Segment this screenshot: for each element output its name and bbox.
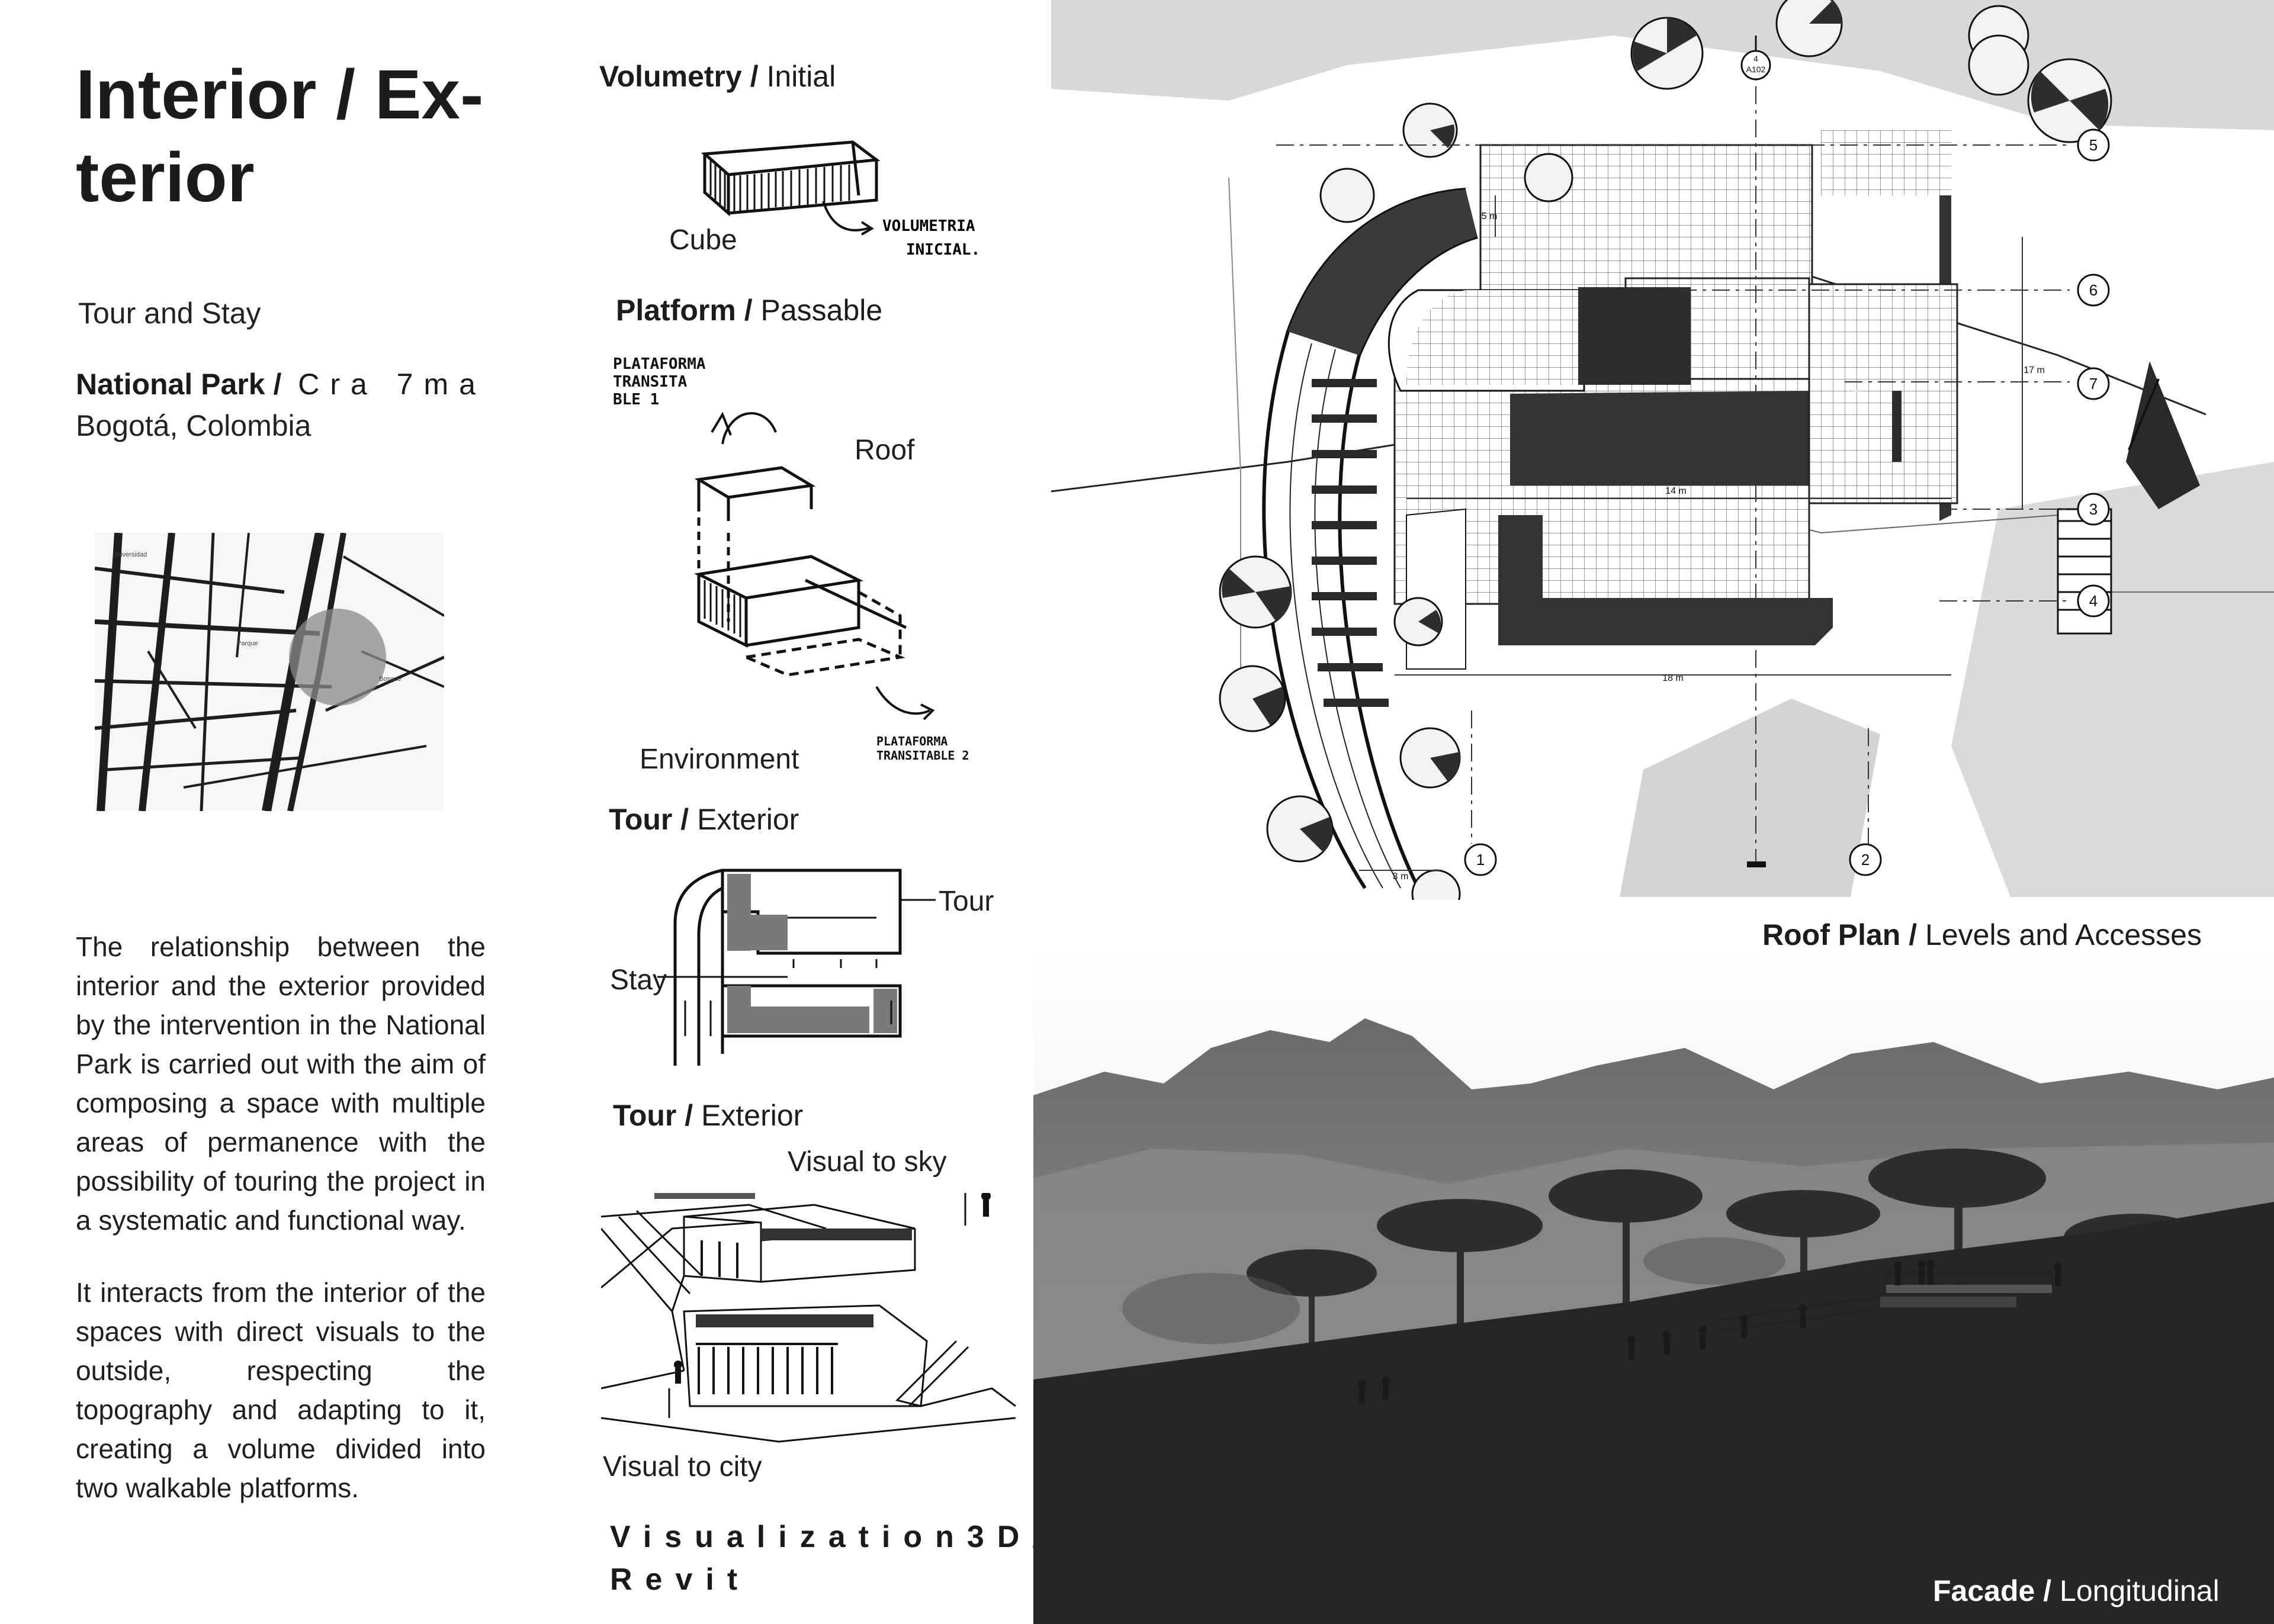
location: National Park / Cra 7ma [76, 367, 486, 401]
visualization-caption: Visualization3D/ Revit [610, 1516, 1054, 1601]
platform-hand-note-top: PLATAFORMA TRANSITA BLE 1 [613, 355, 706, 409]
roof-label: Roof [855, 435, 915, 466]
dimension-3m: 3 m [1393, 872, 1409, 882]
tour-3d-sketch [601, 1193, 1016, 1443]
volumetry-hand-note-2: INICIAL. [906, 241, 980, 259]
platform-hand-note-bottom: PLATAFORMA TRANSITABLE 2 [876, 734, 969, 763]
svg-text:Parque: Parque [237, 640, 258, 647]
location-city: Bogotá, Colombia [76, 409, 311, 442]
volumetry-hand-note-1: VOLUMETRIA [882, 217, 975, 235]
dn-label: DN [1847, 388, 1861, 398]
volumetry-sketch: VOLUMETRIA INICIAL. [701, 140, 980, 259]
volumetry-heading-light: Initial [766, 60, 836, 93]
grid-marker-7: 7 [2089, 375, 2098, 393]
platform-sketch [693, 411, 935, 721]
grid-marker-6: 6 [2089, 281, 2098, 299]
dimension-5m: 5 m [1482, 211, 1498, 221]
tour-3d-heading-bold: Tour / [613, 1099, 693, 1132]
facade-caption-light: Longitudinal [2060, 1574, 2220, 1607]
dimension-18m: 18 m [1662, 673, 1684, 683]
page-title: Interior / Ex- terior [76, 53, 526, 219]
platform-hand-note-top-1: PLATAFORMA [613, 355, 706, 373]
facade-caption-bold: Facade / [1933, 1574, 2052, 1607]
tour-3d-heading-light: Exterior [701, 1099, 804, 1132]
volumetry-heading-bold: Volumetry / [599, 60, 759, 93]
platform-heading: Platform / Passable [616, 293, 882, 327]
platform-hand-note-top-3: BLE 1 [613, 391, 660, 409]
description-paragraph-2: It interacts from the interior of the sp… [76, 1277, 486, 1503]
grid-marker-2: 2 [1861, 851, 1870, 869]
title-line-2: terior [76, 139, 255, 217]
grid-marker-3: 3 [2089, 500, 2098, 518]
platform-hand-note-top-2: TRANSITA [613, 373, 688, 391]
environment-label: Environment [640, 744, 799, 775]
dimension-17m: 17 m [2024, 365, 2045, 375]
platform-heading-bold: Platform / [616, 294, 753, 327]
section-ref: A102 [1746, 65, 1766, 74]
title-line-1: Interior / Ex- [76, 56, 484, 134]
roof-plan-caption-bold: Roof Plan / [1762, 918, 1918, 951]
location-map-drawing: Universidad Parque Bosque [94, 532, 445, 812]
visual-to-sky-label: Visual to sky [788, 1146, 947, 1178]
section-number: 4 [1753, 54, 1758, 63]
svg-text:Universidad: Universidad [113, 551, 147, 558]
location-park: National Park / [76, 368, 282, 401]
roof-plan-drawing: 5 6 7 3 4 1 2 4 A102 14 m 18 m 3 m 17 m … [1051, 0, 2274, 900]
location-map: Universidad Parque Bosque [94, 532, 445, 812]
visualization-caption-line-2: Revit [610, 1562, 751, 1597]
grid-marker-5: 5 [2089, 136, 2098, 154]
facade-caption: Facade / Longitudinal [1933, 1574, 2220, 1608]
tour-plan-heading-bold: Tour / [609, 803, 689, 836]
cube-label: Cube [669, 224, 737, 256]
visual-to-city-label: Visual to city [603, 1451, 762, 1482]
svg-text:Bosque: Bosque [379, 676, 401, 683]
description-paragraph-1: The relationship between the interior an… [76, 931, 486, 1236]
tour-label: Tour [939, 886, 994, 917]
roof-plan-caption: Roof Plan / Levels and Accesses [1762, 918, 2202, 952]
subtitle: Tour and Stay [78, 297, 261, 330]
dimension-14m: 14 m [1665, 486, 1687, 496]
grid-marker-1: 1 [1476, 851, 1485, 869]
platform-heading-light: Passable [760, 294, 883, 327]
platform-hand-note-bottom-1: PLATAFORMA [876, 734, 948, 748]
platform-hand-note-bottom-2: TRANSITABLE 2 [876, 748, 969, 763]
roof-plan-caption-light: Levels and Accesses [1925, 918, 2202, 951]
facade-drawing [1033, 953, 2274, 1624]
stay-label: Stay [610, 964, 667, 996]
volumetry-heading: Volumetry / Initial [599, 59, 836, 94]
tour-plan-sketch [657, 869, 936, 1066]
location-street: Cra 7ma [298, 368, 486, 401]
tour-plan-heading-light: Exterior [697, 803, 799, 836]
tour-plan-heading: Tour / Exterior [609, 802, 799, 837]
visualization-caption-line-1: Visualization3D/ [610, 1520, 1054, 1554]
tour-3d-heading: Tour / Exterior [613, 1098, 803, 1133]
grid-marker-4: 4 [2089, 592, 2098, 610]
